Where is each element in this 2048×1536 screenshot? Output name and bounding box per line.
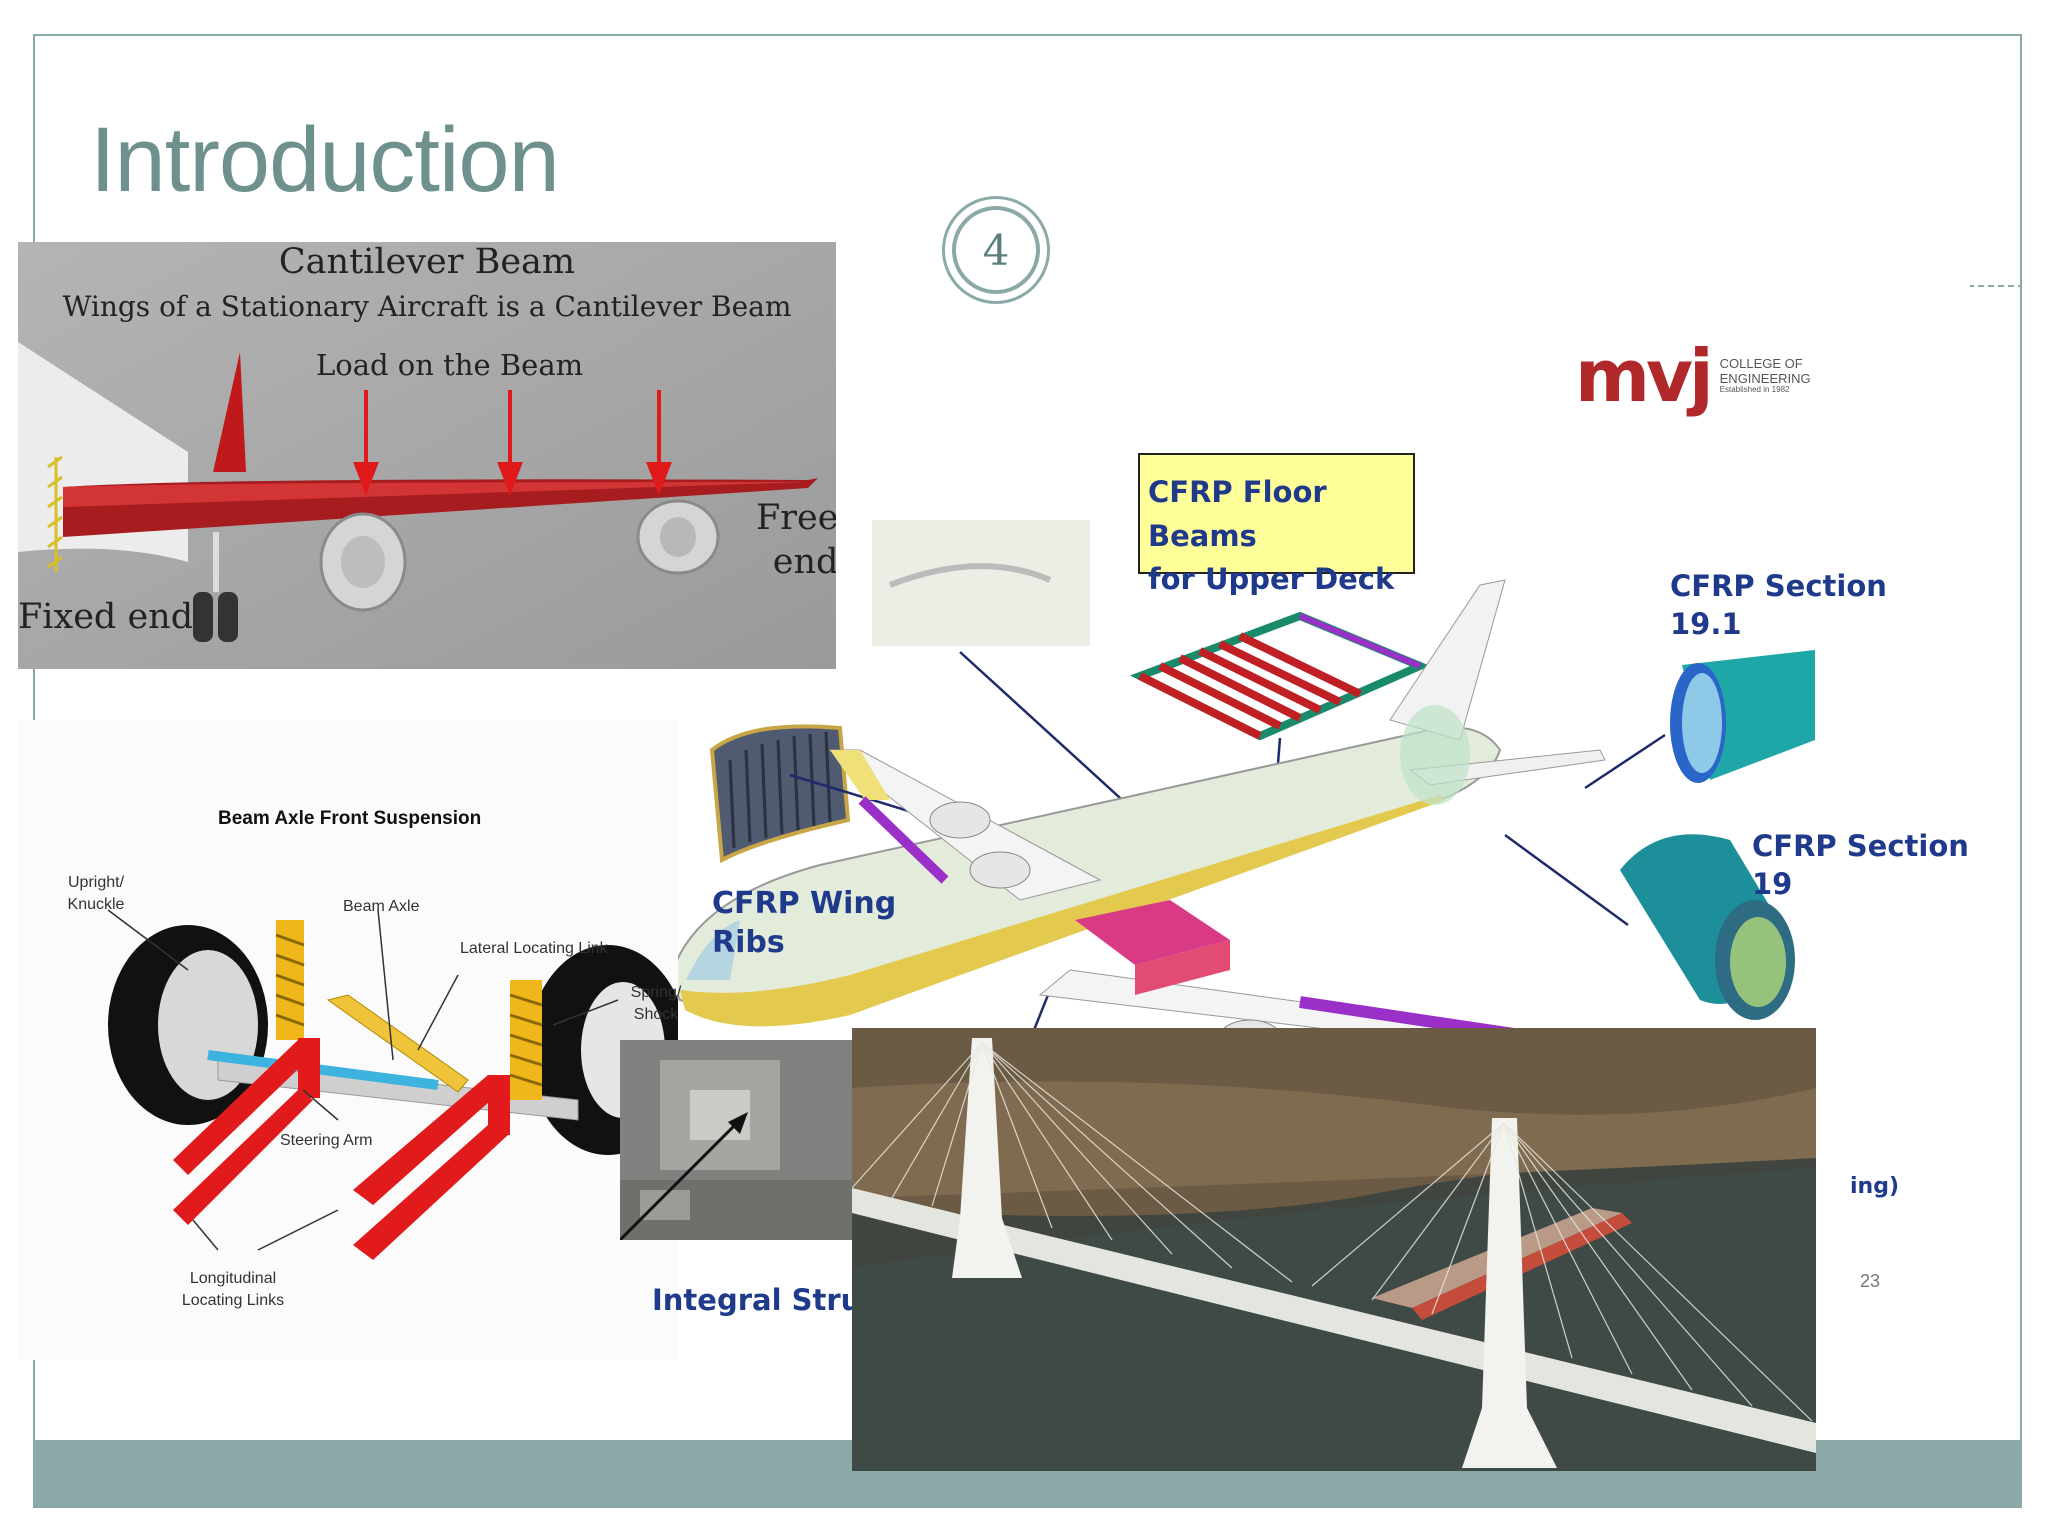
cable-stayed-bridge-photo	[852, 1028, 1816, 1471]
integral-structure-illustration	[620, 1040, 852, 1240]
fixed-end-label: Fixed end	[18, 597, 194, 637]
airplane-body	[668, 579, 1652, 1083]
free-end-line2: end	[772, 541, 836, 582]
wing-rib-part	[709, 724, 851, 864]
integral-structure-photo	[620, 1040, 852, 1240]
mvj-logo-mark: mvj	[1575, 334, 1714, 418]
load-label: Load on the Beam	[316, 348, 584, 382]
floor-beams-callout: CFRP Floor Beams for Upper Deck	[1138, 453, 1415, 596]
upright-knuckle-label: Upright/ Knuckle	[67, 874, 125, 914]
section-19-line2: 19	[1752, 866, 1793, 901]
mvj-line1: COLLEGE OF	[1719, 356, 1803, 372]
longitudinal-links-label: Longitudinal Locating Links	[181, 1270, 285, 1310]
aircraft-illustration	[668, 520, 1815, 1083]
section-19-part	[1620, 834, 1795, 1020]
cantilever-illustration	[18, 242, 836, 669]
section-19-1-line2: 19.1	[1670, 606, 1742, 641]
section-19-1-line1: CFRP Section	[1670, 569, 1887, 603]
wing-ribs-label: CFRP Wing Ribs	[712, 884, 896, 962]
engine-1	[319, 512, 407, 612]
bridge-illustration	[852, 1028, 1816, 1471]
spring-shock-label: Spring/ Shock	[630, 984, 682, 1024]
steering-arm-label: Steering Arm	[280, 1132, 373, 1149]
left-spring	[275, 920, 305, 1040]
beam-axle-suspension-figure: Beam Axle Front Suspension Upright/ Knuc…	[18, 720, 681, 1360]
partial-label: ing)	[1850, 1174, 1900, 1199]
inner-slide-number: 23	[1860, 1271, 1881, 1291]
engine-2	[636, 499, 720, 575]
floor-beams-line2: for Upper Deck	[1148, 562, 1395, 596]
mvj-line3: Established in 1982	[1719, 384, 1790, 394]
free-end-label: Free end	[756, 497, 836, 585]
suspension-illustration	[107, 909, 678, 1260]
cantilever-beam-figure: Cantilever Beam Wings of a Stationary Ai…	[18, 242, 836, 669]
section-19-1-part	[1670, 650, 1815, 783]
section-19-label: CFRP Section 19	[1752, 828, 1969, 903]
right-spring	[509, 980, 543, 1100]
mvj-logo: mvj COLLEGE OF ENGINEERING Established i…	[1575, 340, 1811, 412]
section-19-line1: CFRP Section	[1752, 829, 1969, 863]
wing-ribs-line2: Ribs	[712, 925, 785, 960]
section-19-1-label: CFRP Section 19.1	[1670, 568, 1887, 643]
wing-ribs-line1: CFRP Wing	[712, 886, 897, 921]
free-end-line1: Free	[756, 498, 836, 538]
cantilever-title: Cantilever Beam	[278, 242, 576, 282]
slide-title: Introduction	[90, 109, 560, 211]
beam-axle-label: Beam Axle	[343, 898, 420, 915]
mvj-line2: ENGINEERING	[1719, 370, 1811, 386]
suspension-title: Beam Axle Front Suspension	[218, 808, 482, 829]
load-arrows	[353, 390, 672, 496]
floor-beams-part	[1130, 611, 1431, 741]
lateral-locating-link-label: Lateral Locating Link	[460, 940, 608, 957]
page-number: 4	[952, 206, 1040, 294]
floor-beams-line1: CFRP Floor Beams	[1148, 475, 1327, 553]
page-number-badge: 4	[942, 196, 1050, 304]
cantilever-subtitle: Wings of a Stationary Aircraft is a Cant…	[62, 290, 792, 323]
